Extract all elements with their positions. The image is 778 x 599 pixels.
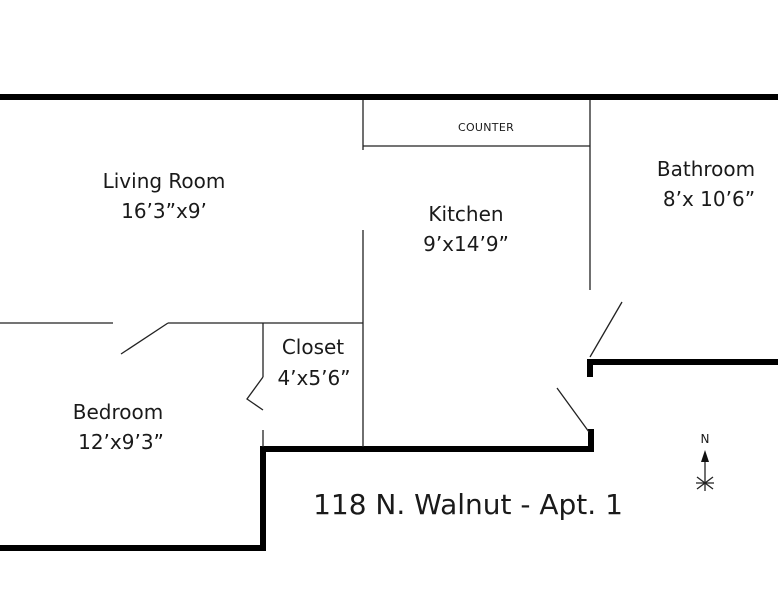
bedroom-door xyxy=(120,322,169,355)
bathroom-door xyxy=(589,301,623,358)
living-room-dims: 16’3”x9’ xyxy=(121,199,207,223)
bathroom-dims: 8’x 10’6” xyxy=(663,187,755,211)
bathroom-name: Bathroom xyxy=(657,157,755,181)
bedroom-name: Bedroom xyxy=(73,400,163,424)
north-label: N xyxy=(701,432,710,446)
closet-dims: 4’x5’6” xyxy=(277,366,350,390)
exterior-walls xyxy=(0,94,778,551)
entry-door xyxy=(556,387,590,433)
kitchen-dims: 9’x14’9” xyxy=(423,232,509,256)
living-room-name: Living Room xyxy=(103,169,226,193)
kitchen-name: Kitchen xyxy=(428,202,503,226)
bedroom-dims: 12’x9’3” xyxy=(78,430,164,454)
north-arrow-icon: N xyxy=(696,432,714,491)
wall-bottom xyxy=(0,429,594,551)
counter-label: COUNTER xyxy=(458,121,514,134)
plan-title: 118 N. Walnut - Apt. 1 xyxy=(313,488,623,521)
wall-bathroom-lower xyxy=(587,359,778,377)
closet-name: Closet xyxy=(282,335,344,359)
interior-walls xyxy=(0,100,591,447)
closet-door xyxy=(246,376,264,411)
doors xyxy=(120,301,623,433)
